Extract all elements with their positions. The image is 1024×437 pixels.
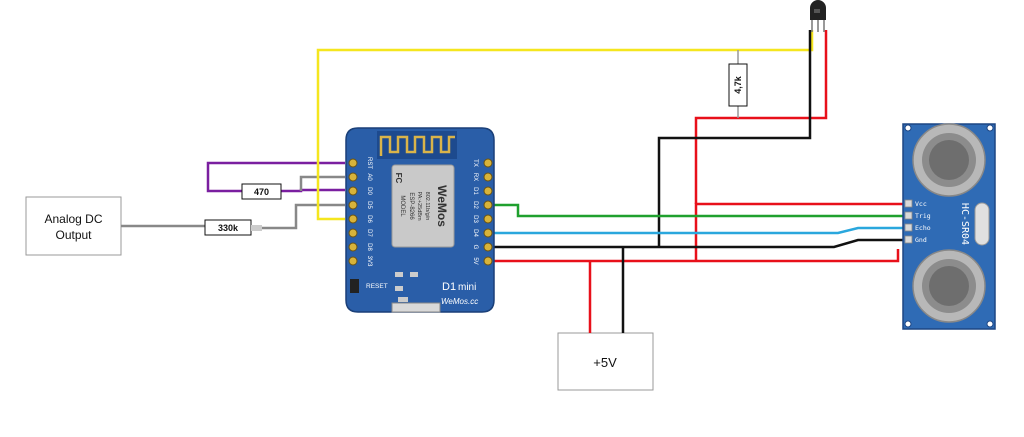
power-supply-box: +5V	[557, 332, 654, 391]
pin-label-tx: TX	[472, 159, 478, 167]
pin-label-d1: D1	[472, 187, 478, 195]
right-header-pins	[483, 158, 493, 266]
sensor-pin-echo: Echo	[915, 224, 931, 232]
pin-label-d0: D0	[366, 187, 372, 195]
pin-label-d3: D3	[472, 215, 478, 223]
pin-label-5v: 5V	[472, 257, 478, 264]
wemos-d1-mini-board: MODEL ESP-8266 PA:+25dBm 802.11b/g/n FC …	[345, 127, 495, 313]
wire-green-trig	[492, 203, 905, 218]
board-fc-text: FC	[394, 173, 403, 184]
pin-label-d2: D2	[472, 201, 478, 209]
resistor-470-label: 470	[254, 187, 269, 197]
wire-analog-grey	[121, 203, 345, 230]
pin-label-d4: D4	[472, 229, 478, 237]
transducer-top	[912, 123, 986, 197]
transducer-bottom	[912, 249, 986, 323]
pin-label-3v3: 3V3	[366, 256, 372, 267]
resistor-4-7k: 4,7k	[728, 63, 748, 107]
analog-box-label-line2: Output	[55, 228, 92, 242]
board-site-label: WeMos.cc	[441, 297, 478, 306]
sensor-pin-trig: Trig	[915, 212, 931, 220]
reset-button	[350, 279, 359, 293]
wire-grey-a0	[299, 175, 345, 191]
sensor-pin-gnd: Gnd	[915, 236, 927, 244]
hc-sr04-sensor: HC-SR04 Vcc Trig Echo Gnd	[902, 123, 996, 330]
usb-connector	[391, 302, 441, 313]
board-model-text: MODEL	[399, 195, 405, 217]
pin-label-rst: RST	[366, 157, 372, 169]
resistor-4-7k-label: 4,7k	[733, 75, 743, 94]
pin-label-d8: D8	[366, 243, 372, 251]
power-box-label: +5V	[593, 355, 617, 370]
resistor-470: 470	[241, 183, 282, 200]
wire-yellow-data	[316, 30, 814, 221]
pin-label-d7: D7	[366, 229, 372, 237]
analog-dc-output-box: Analog DC Output	[25, 196, 122, 256]
temperature-sensor	[810, 0, 826, 32]
pin-label-rx: RX	[472, 173, 478, 181]
board-name-mini: mini	[458, 282, 476, 293]
sensor-pin-vcc: Vcc	[915, 200, 927, 208]
wire-blue-echo	[492, 226, 905, 235]
wire-red-5v	[492, 30, 905, 333]
board-pa-text: PA:+25dBm	[416, 191, 422, 221]
reset-label: RESET	[366, 283, 388, 290]
pin-label-d5: D5	[366, 201, 372, 209]
resistor-330k-label: 330k	[218, 223, 239, 233]
wire-black-gnd	[492, 30, 905, 333]
sensor-pins	[904, 199, 913, 244]
analog-box-label-line1: Analog DC	[44, 212, 102, 226]
board-shield-logo: WeMos	[435, 185, 449, 227]
resistor-330k: 330k	[204, 219, 262, 236]
pin-label-d6: D6	[366, 215, 372, 223]
board-protocol-text: 802.11b/g/n	[424, 192, 430, 221]
board-chip-text: ESP-8266	[408, 192, 414, 220]
sensor-name-label: HC-SR04	[959, 203, 970, 245]
sensor-crystal	[974, 202, 990, 246]
pin-label-g: G	[472, 245, 478, 250]
board-name-d1: D1	[442, 281, 456, 293]
pin-label-a0: A0	[366, 173, 372, 181]
left-header-pins	[348, 158, 358, 266]
